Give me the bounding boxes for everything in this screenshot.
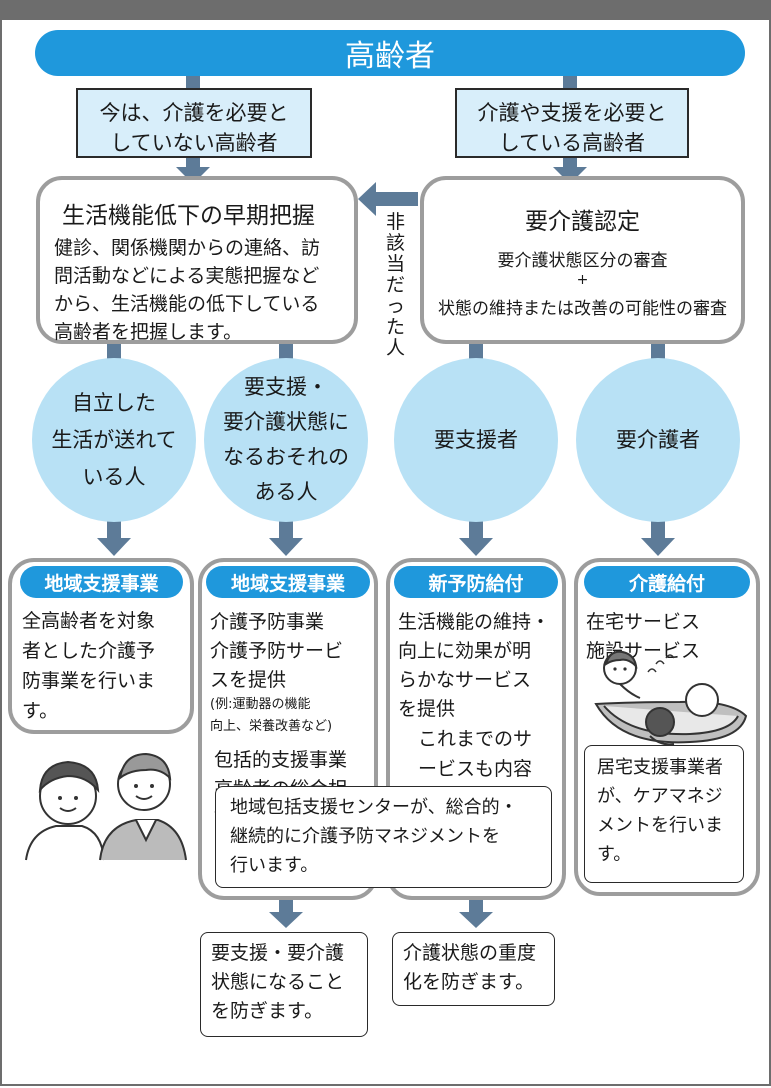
early-detection-heading: 生活機能低下の早期把握	[62, 203, 315, 229]
column-1-body: 全高齢者を対象 者とした介護予 防事業を行いま す。	[22, 610, 156, 722]
bathing-care-illustration	[594, 650, 748, 746]
arrow-stem	[376, 192, 418, 206]
arrow-head	[269, 538, 303, 556]
certification-line2: 状態の維持または改善の可能性の審査	[438, 299, 727, 319]
circle-independent: 自立した 生活が送れて いる人	[32, 358, 196, 522]
certification-box: 要介護認定 要介護状態区分の審査 + 状態の維持または改善の可能性の審査	[420, 176, 745, 344]
circle-care-needed: 要介護者	[576, 358, 740, 522]
not-needing-care-box: 今は、介護を必要と していない高齢者	[76, 88, 312, 158]
arrow-stem	[563, 157, 577, 169]
certification-line1: 要介護状態区分の審査	[497, 251, 668, 271]
circle-at-risk: 要支援・ 要介護状態に なるおそれの ある人	[204, 358, 368, 522]
outcome-severity-box: 介護状態の重度 化を防ぎます。	[392, 932, 555, 1006]
column-2-pill: 地域支援事業	[206, 566, 370, 598]
arrow-head	[641, 538, 675, 556]
page-title: 高齢者	[35, 30, 745, 76]
top-bar	[0, 0, 771, 20]
needing-care-box: 介護や支援を必要と している高齢者	[455, 88, 689, 158]
column-3-pill: 新予防給付	[394, 566, 558, 598]
arrow-head	[553, 167, 587, 184]
left-arrow-head	[358, 182, 376, 216]
arrow-head	[176, 167, 210, 184]
column-2-note: (例:運動器の機能 向上、栄養改善など)	[210, 697, 333, 734]
support-center-box: 地域包括支援センターが、総合的・ 継続的に介護予防マネジメントを 行います。	[215, 786, 552, 888]
column-3-body1: 生活機能の維持・ 向上に効果が明 らかなサービス を提供	[398, 611, 551, 720]
circle-support-needed: 要支援者	[394, 358, 558, 522]
care-manager-box: 居宅支援事業者 が、ケアマネジ メントを行いま す。	[584, 745, 744, 883]
arrow-stem	[279, 520, 293, 540]
certification-plus: +	[576, 272, 589, 288]
column-4-pill: 介護給付	[584, 566, 750, 598]
arrow-stem	[107, 520, 121, 540]
elderly-couple-illustration	[25, 752, 187, 861]
early-detection-box: 生活機能低下の早期把握 健診、関係機関からの連絡、訪 問活動などによる実態把握な…	[36, 176, 358, 344]
arrow-head	[459, 912, 493, 928]
arrow-stem	[469, 520, 483, 540]
early-detection-body: 健診、関係機関からの連絡、訪 問活動などによる実態把握など から、生活機能の低下…	[54, 237, 321, 343]
arrow-stem	[651, 520, 665, 540]
outcome-prevention-box: 要支援・要介護 状態になること を防ぎます。	[200, 932, 368, 1037]
column-2-body1: 介護予防事業 介護予防サービ スを提供	[210, 611, 344, 691]
arrow-stem	[186, 157, 200, 169]
certification-heading: 要介護認定	[525, 209, 640, 235]
arrow-head	[269, 912, 303, 928]
column-1-pill: 地域支援事業	[20, 566, 183, 598]
not-applicable-label: 非該当だった人	[386, 211, 406, 359]
arrow-head	[97, 538, 131, 556]
arrow-stem	[469, 898, 483, 914]
arrow-head	[459, 538, 493, 556]
arrow-stem	[279, 898, 293, 914]
